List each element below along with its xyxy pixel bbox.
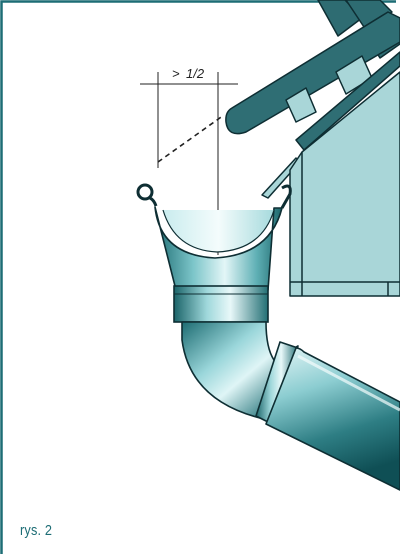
gutter bbox=[136, 183, 292, 291]
dimension-label-fraction: 1/2 bbox=[186, 66, 205, 81]
downpipe bbox=[265, 347, 400, 491]
fascia-board bbox=[289, 71, 400, 297]
dimension-label: > 1/2 bbox=[172, 66, 205, 81]
roof bbox=[225, 0, 400, 199]
downpipe-collar bbox=[173, 285, 269, 323]
dimension-label-prefix: > bbox=[172, 66, 180, 81]
figure-caption: rys. 2 bbox=[20, 522, 53, 539]
